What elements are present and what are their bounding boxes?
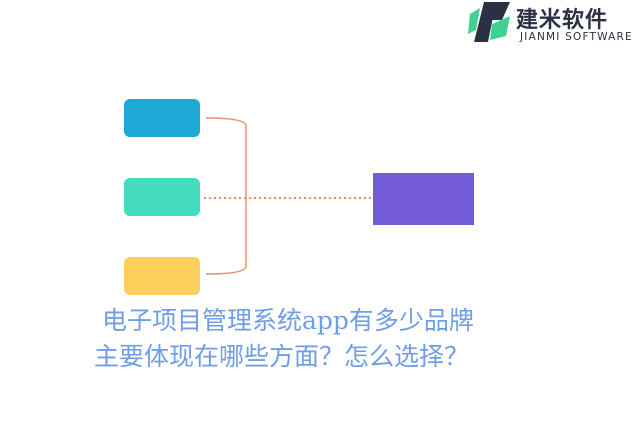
bracket-connector (205, 117, 247, 275)
article-title: 电子项目管理系统app有多少品牌 主要体现在哪些方面？怎么选择？ (60, 303, 620, 375)
diagram-box-blue (124, 99, 200, 137)
diagram-box-purple (373, 173, 474, 225)
logo-name-cn: 建米软件 (516, 8, 609, 33)
diagram-box-yellow (124, 257, 200, 295)
diagram-box-teal (124, 178, 200, 216)
logo-name-en: JIANMI SOFTWARE (520, 31, 633, 43)
brand-logo: 建米软件 JIANMI SOFTWARE (462, 0, 640, 50)
title-line-2: 主要体现在哪些方面？怎么选择？ (94, 342, 470, 371)
jianmi-logo-icon (468, 2, 510, 42)
title-line-1: 电子项目管理系统app有多少品牌 (102, 306, 474, 335)
